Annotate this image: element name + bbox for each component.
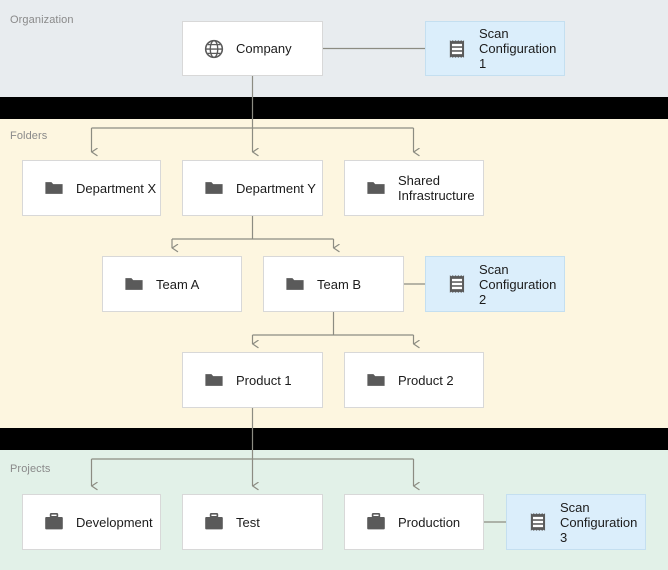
node-team-a[interactable]: Team A: [102, 256, 242, 312]
node-label-scan-config-1: Scan Configuration 1: [479, 26, 557, 71]
node-label-production: Production: [398, 514, 461, 530]
node-label-product-2: Product 2: [398, 372, 454, 388]
briefcase-icon: [205, 513, 223, 530]
node-label-development: Development: [76, 514, 153, 530]
node-company[interactable]: Company: [182, 21, 323, 76]
folder-icon: [205, 374, 223, 386]
node-label-department-x: Department X: [76, 180, 157, 196]
node-label-department-y: Department Y: [236, 180, 316, 196]
node-label-product-1: Product 1: [236, 372, 292, 388]
node-label-team-b: Team B: [317, 276, 362, 292]
node-label-shared-infrastructure: Shared Infrastructure: [398, 173, 475, 203]
folder-icon: [367, 374, 385, 386]
folder-icon: [205, 182, 223, 194]
node-development[interactable]: Development: [22, 494, 161, 550]
node-label-scan-config-2: Scan Configuration 2: [479, 261, 557, 307]
folder-icon: [286, 278, 304, 290]
briefcase-icon: [45, 513, 63, 530]
node-scan-config-2[interactable]: Scan Configuration 2: [425, 256, 565, 312]
node-label-company: Company: [236, 41, 292, 56]
node-scan-config-1[interactable]: Scan Configuration 1: [425, 21, 565, 76]
node-label-scan-config-3: Scan Configuration 3: [560, 499, 638, 545]
scan-config-icon: [530, 513, 546, 531]
folders-section-label: Folders: [10, 130, 48, 142]
node-team-b[interactable]: Team B: [263, 256, 404, 312]
folder-icon: [125, 278, 143, 290]
node-department-y[interactable]: Department Y: [182, 160, 323, 216]
organization-section-label: Organization: [10, 14, 74, 26]
folder-icon: [367, 182, 385, 194]
node-product-1[interactable]: Product 1: [182, 352, 323, 408]
node-product-2[interactable]: Product 2: [344, 352, 484, 408]
folder-icon: [45, 182, 63, 194]
globe-icon: [204, 39, 224, 58]
scan-config-icon: [449, 275, 465, 293]
briefcase-icon: [367, 513, 385, 530]
node-label-test: Test: [236, 514, 260, 530]
projects-section-label: Projects: [10, 463, 51, 475]
node-scan-config-3[interactable]: Scan Configuration 3: [506, 494, 646, 550]
scan-config-icon: [449, 39, 465, 58]
node-shared-infrastructure[interactable]: Shared Infrastructure: [344, 160, 484, 216]
node-label-team-a: Team A: [156, 276, 200, 292]
node-production[interactable]: Production: [344, 494, 484, 550]
node-test[interactable]: Test: [182, 494, 323, 550]
node-department-x[interactable]: Department X: [22, 160, 161, 216]
organization-section-band: [0, 0, 668, 97]
